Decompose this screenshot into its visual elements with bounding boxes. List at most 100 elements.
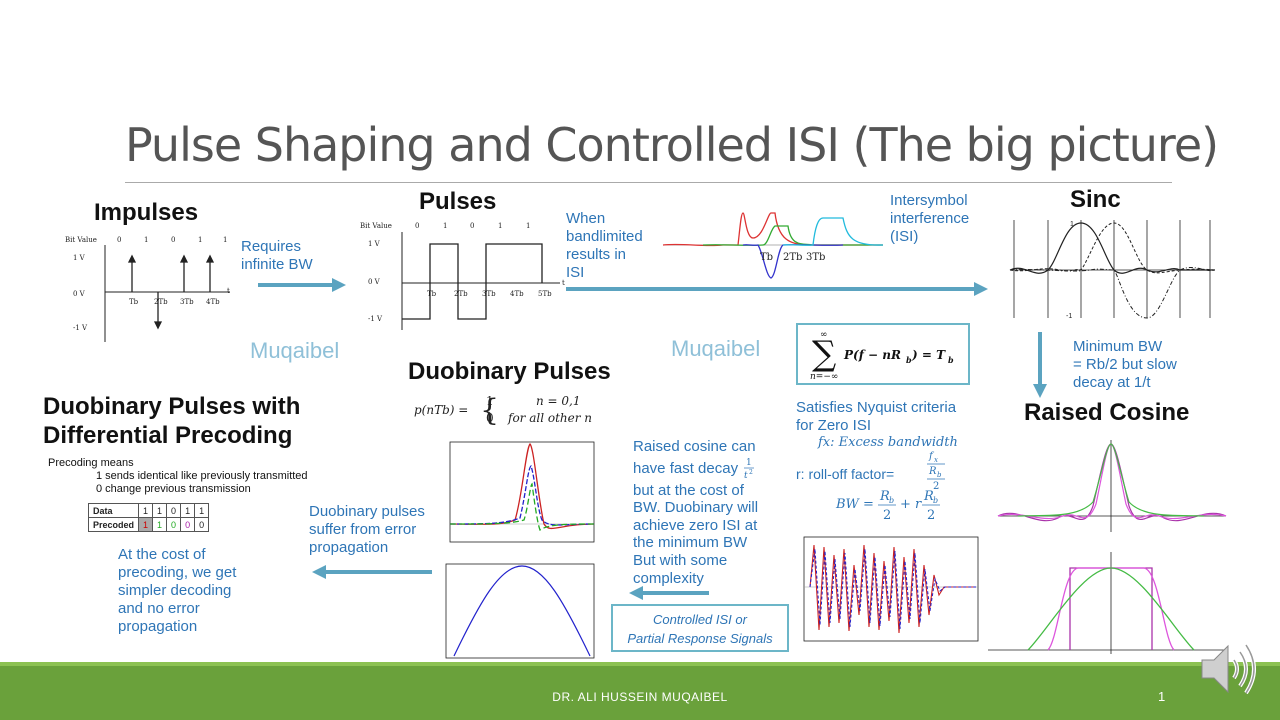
- min-bw-line3: decay at 1/t: [1073, 374, 1151, 391]
- impulse-bit: 1: [144, 236, 148, 244]
- impulse-time-tick: 2Tb: [154, 298, 168, 306]
- impulse-level-label: -1 V: [73, 324, 88, 332]
- svg-text:b: b: [933, 496, 938, 505]
- speaker-icon[interactable]: [1198, 640, 1260, 698]
- impulse-bit: 1: [198, 236, 202, 244]
- arrow-to-precoding: [312, 565, 432, 579]
- nyquist-line2: for Zero ISI: [796, 417, 872, 434]
- svg-text:BW =: BW =: [835, 497, 874, 512]
- precoding-cost-line5: propagation: [118, 618, 198, 635]
- raised-cos-line5: achieve zero ISI at: [633, 516, 758, 534]
- impulses-heading: Impulses: [94, 199, 199, 226]
- raised-cos-line6: the minimum BW: [633, 534, 748, 552]
- impulse-bit: 1: [223, 236, 227, 244]
- precoding-rule-zero: 0 change previous transmission: [96, 483, 251, 495]
- pulse-time-tick: 3Tb: [482, 290, 496, 298]
- pulse-bit: 1: [498, 222, 502, 230]
- precoding-cost-line4: and no error: [118, 600, 200, 617]
- duobinary-eq-case1-cond: n = 0,1: [536, 394, 581, 408]
- requires-infinite-bw-note: Requires infinite BW: [241, 238, 313, 274]
- pulses-heading: Pulses: [419, 188, 497, 215]
- watermark-center: Muqaibel: [671, 336, 761, 361]
- impulse-bit: 0: [117, 236, 121, 244]
- impulse-bit: 0: [171, 236, 175, 244]
- duobinary-eq-case2-cond: for all other n: [507, 411, 592, 425]
- precoding-intro: Precoding means: [48, 457, 134, 469]
- isi-note: Intersymbol interference (ISI): [890, 192, 969, 246]
- arrow-to-raised-cosine: [1033, 332, 1047, 398]
- sinc-axis-label: -1: [1066, 313, 1072, 320]
- arrow-to-duobinary: [629, 586, 709, 600]
- isi-line1: Intersymbol: [890, 192, 968, 209]
- duobinary-eq-case2-value: 0: [486, 411, 494, 425]
- controlled-line2: Partial Response Signals: [627, 631, 773, 646]
- nyquist-sum-equation: ∞ ∑ n=−∞ P(f − nR b ) = T b: [810, 330, 954, 382]
- footer-accent-bar: [0, 662, 1280, 666]
- requires-line2: infinite BW: [241, 256, 313, 273]
- footer-author: DR. ALI HUSSEIN MUQAIBEL: [552, 690, 728, 704]
- pulse-level-label: -1 V: [368, 315, 383, 323]
- precoding-data-cell: 1: [152, 503, 168, 518]
- duobinary-precoding-heading-line1: Duobinary Pulses with: [43, 393, 301, 420]
- controlled-isi-box: Controlled ISI or Partial Response Signa…: [611, 604, 789, 652]
- isi-line2: interference: [890, 210, 970, 227]
- precoding-precoded-cell: 0: [180, 517, 196, 532]
- precoding-data-cell: 1: [180, 503, 196, 518]
- rolloff-factor-note: r: roll-off factor=: [796, 466, 895, 482]
- nyquist-criterion-box: ∞ ∑ n=−∞ P(f − nR b ) = T b: [796, 323, 970, 385]
- svg-text:b: b: [906, 355, 912, 365]
- precoding-precoded-cell: 0: [166, 517, 182, 532]
- sinc-heading: Sinc: [1070, 186, 1121, 213]
- pulse-bit-value-label: Bit Value: [360, 222, 392, 230]
- impulse-axis-t: t: [227, 287, 230, 295]
- title-divider: [125, 182, 1172, 183]
- duobinary-precoding-heading: Duobinary Pulses with Differential Preco…: [43, 392, 300, 450]
- svg-text:R: R: [923, 489, 934, 504]
- bandlimited-line4: ISI: [566, 264, 585, 281]
- precoding-rule-one: 1 sends identical like previously transm…: [96, 470, 308, 482]
- precoding-data-label: Data: [87, 503, 140, 518]
- isi-waveform: Tb 2Tb 3Tb: [662, 212, 884, 279]
- duobinary-precoding-heading-line2: Differential Precoding: [43, 422, 293, 449]
- duobinary-eq-lhs: p(nTb) =: [414, 403, 468, 417]
- duo-err-line1: Duobinary pulses: [309, 503, 425, 520]
- raised-cosine-spectrum-plot: [988, 552, 1228, 654]
- pulse-level-label: 0 V: [368, 278, 381, 286]
- impulse-level-label: 0 V: [73, 290, 86, 298]
- duobinary-equation: p(nTb) = { 1 n = 0,1 0 for all other n: [414, 393, 592, 428]
- bandlimited-line2: bandlimited: [566, 228, 643, 245]
- arrow-impulses-to-pulses: [258, 278, 346, 292]
- duobinary-waveform-plot: [803, 536, 979, 642]
- pulse-time-tick: Tb: [427, 290, 437, 298]
- duo-err-line3: propagation: [309, 539, 389, 556]
- min-bw-line1: Minimum BW: [1073, 338, 1163, 355]
- precoding-precoded-cell: 1: [152, 517, 168, 532]
- svg-text:+ r: + r: [900, 497, 922, 512]
- precoding-precoded-row: Precoded 1 1 0 0 0: [87, 517, 210, 532]
- raised-cos-line1: Raised cosine can: [633, 438, 756, 455]
- duobinary-error-note: Duobinary pulses suffer from error propa…: [309, 503, 425, 557]
- pulse-time-tick: 4Tb: [510, 290, 524, 298]
- pulse-time-tick: 5Tb: [538, 290, 552, 298]
- raised-cos-line7: But with some: [633, 551, 728, 569]
- svg-text:x: x: [934, 456, 938, 464]
- slide-title: Pulse Shaping and Controlled ISI (The bi…: [125, 118, 1219, 172]
- svg-text:2: 2: [933, 481, 939, 492]
- precoding-data-cell: 1: [138, 503, 154, 518]
- isi-tick: Tb: [760, 252, 773, 263]
- pulse-time-tick: 2Tb: [454, 290, 468, 298]
- bandlimited-line3: results in: [566, 246, 627, 263]
- duobinary-spectrum-plot: [445, 563, 595, 659]
- svg-text:b: b: [948, 355, 954, 365]
- precoding-data-cell: 1: [194, 503, 210, 518]
- pulse-bit: 1: [526, 222, 530, 230]
- excess-bandwidth-note: fx: Excess bandwidth: [818, 435, 958, 450]
- svg-text:∞: ∞: [820, 330, 828, 340]
- sinc-plot: 1 -1: [1009, 220, 1216, 320]
- svg-text:b: b: [889, 496, 894, 505]
- svg-text:f: f: [928, 451, 935, 462]
- bandlimited-line1: When: [566, 210, 606, 227]
- impulse-time-tick: 3Tb: [180, 298, 194, 306]
